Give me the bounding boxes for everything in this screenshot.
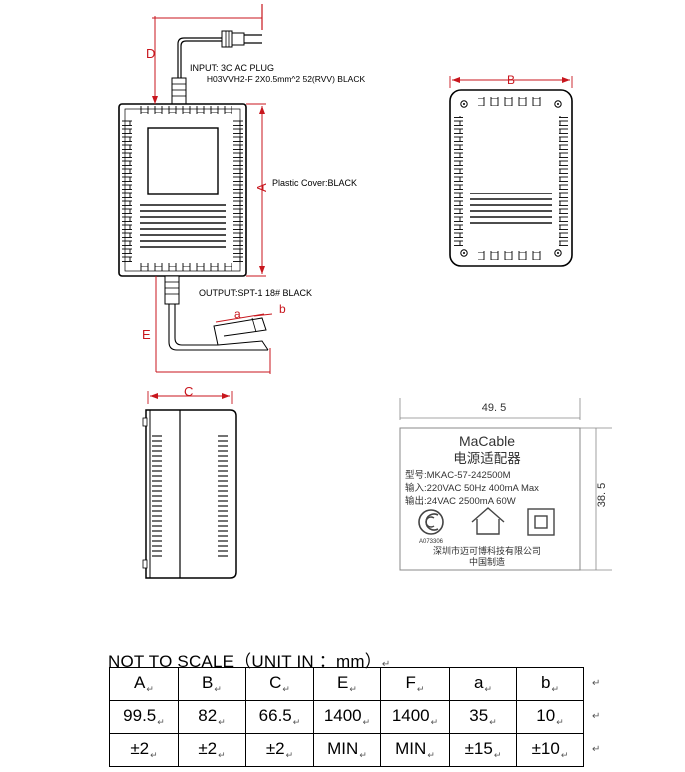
value-b: 82↵ [178, 700, 246, 734]
value-f: 1400↵ [380, 700, 450, 734]
value-e: 1400↵ [313, 700, 381, 734]
table-title: NOT TO SCALE（UNIT IN ：mm）↵ [108, 652, 391, 671]
dim-label-a: A [254, 183, 269, 192]
header-a-small: a↵ [449, 667, 517, 701]
dim-label-e: E [142, 327, 151, 342]
nameplate-made-in: 中国制造 [469, 556, 505, 567]
tol-b-small: ±10↵ [516, 733, 584, 767]
nameplate-brand: MaCable [459, 433, 515, 449]
nameplate-product: 电源适配器 [453, 451, 521, 466]
tol-c: ±2↵ [245, 733, 314, 767]
front-dimensions [152, 4, 273, 374]
cover-label: Plastic Cover:BLACK [272, 178, 357, 188]
tol-f: MIN↵ [380, 733, 450, 767]
ccc-certification-icon [418, 509, 444, 535]
value-a-small: 35↵ [449, 700, 517, 734]
header-b: B↵ [178, 667, 246, 701]
value-c: 66.5↵ [245, 700, 314, 734]
return-mark: ↵ [381, 659, 391, 670]
dim-label-b: B [507, 73, 515, 87]
table-header-row: A↵ B↵ C↵ E↵ F↵ a↵ b↵ [109, 667, 584, 701]
dimension-table: A↵ B↵ C↵ E↵ F↵ a↵ b↵ 99.5↵ 82↵ 66.5↵ 140… [109, 667, 584, 767]
nameplate-height: 38. 5 [596, 483, 608, 507]
double-insulation-icon [527, 508, 555, 536]
back-view [449, 76, 573, 267]
dim-label-c: C [184, 384, 193, 399]
header-e: E↵ [313, 667, 381, 701]
nameplate: 49. 5 38. 5 MaCable 电源适配器 型号:MKAC-57-242… [399, 398, 612, 571]
technical-drawing: INPUT: 3C AC PLUG H03VVH2-F 2X0.5mm^2 52… [118, 4, 612, 579]
value-a: 99.5↵ [109, 700, 179, 734]
row-end-mark: ↵ [592, 678, 601, 689]
output-label: OUTPUT:SPT-1 18# BLACK [199, 288, 312, 298]
tol-a: ±2↵ [109, 733, 179, 767]
dim-label-b-small: b [279, 302, 286, 316]
table-tolerance-row: ±2↵ ±2↵ ±2↵ MIN↵ MIN↵ ±15↵ ±10↵ [109, 733, 584, 767]
value-b-small: 10↵ [516, 700, 584, 734]
header-b-small: b↵ [516, 667, 584, 701]
front-view [118, 30, 269, 351]
tol-e: MIN↵ [313, 733, 381, 767]
nameplate-input: 输入:220VAC 50Hz 400mA Max [405, 482, 539, 494]
header-f: F↵ [380, 667, 450, 701]
ac-plug-icon [221, 30, 262, 48]
table-values-row: 99.5↵ 82↵ 66.5↵ 1400↵ 1400↵ 35↵ 10↵ [109, 700, 584, 734]
row-end-mark: ↵ [592, 711, 601, 722]
tol-a-small: ±15↵ [449, 733, 517, 767]
nameplate-model: 型号:MKAC-57-242500M [405, 470, 511, 481]
input-label: INPUT: 3C AC PLUG [190, 63, 274, 73]
header-a: A↵ [109, 667, 179, 701]
nameplate-width: 49. 5 [482, 402, 506, 414]
cert-code: A073306 [419, 539, 444, 545]
row-end-mark: ↵ [592, 744, 601, 755]
indoor-use-house-icon [471, 507, 505, 535]
header-c: C↵ [245, 667, 314, 701]
nameplate-company: 深圳市迈可博科技有限公司 [433, 545, 541, 556]
nameplate-output: 输出:24VAC 2500mA 60W [405, 495, 516, 507]
dim-label-d: D [146, 46, 155, 61]
tol-b: ±2↵ [178, 733, 246, 767]
dim-label-a-small: a [234, 307, 241, 321]
side-view [142, 391, 237, 579]
screw-icon [460, 100, 562, 257]
input-cable-label: H03VVH2-F 2X0.5mm^2 52(RVV) BLACK [207, 74, 366, 84]
